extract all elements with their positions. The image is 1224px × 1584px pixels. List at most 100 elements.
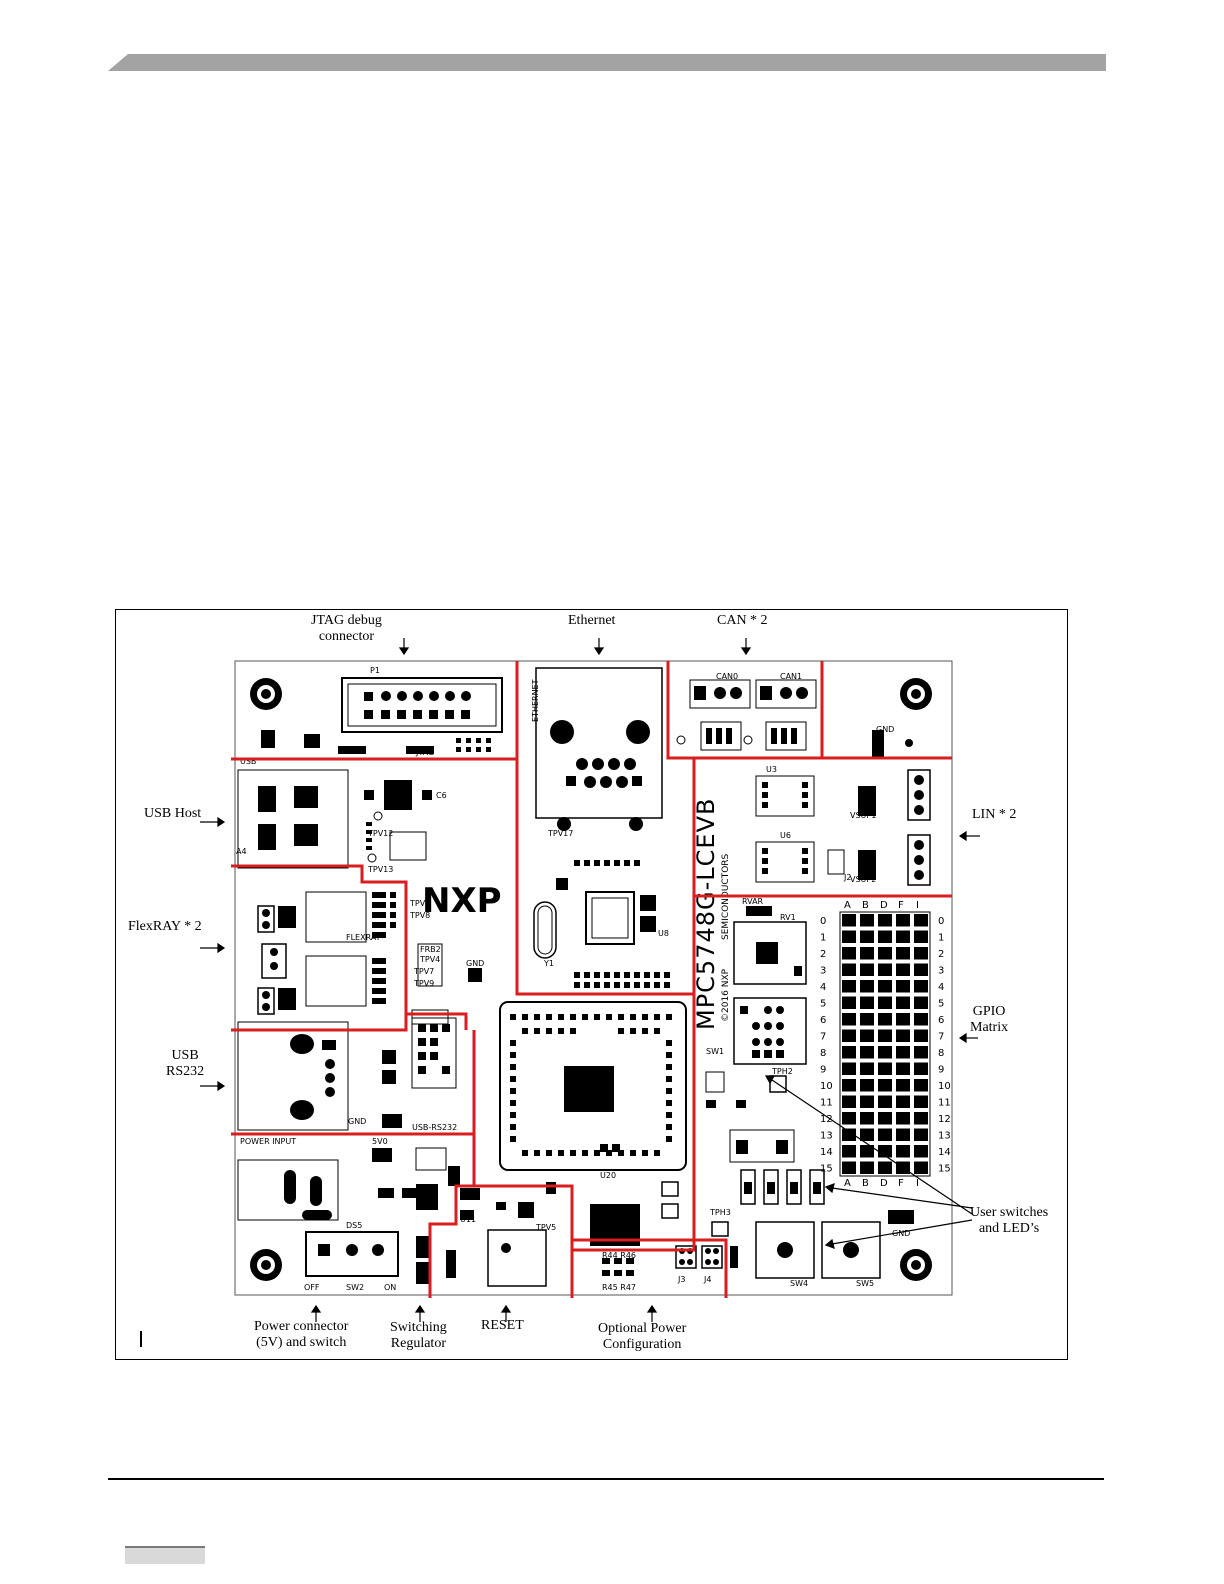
svg-text:TPV12: TPV12	[367, 829, 393, 838]
gpio-pin	[914, 947, 928, 960]
ethernet-phy	[556, 860, 670, 988]
gpio-pin	[860, 1079, 874, 1092]
gpio-pin	[878, 963, 892, 976]
jtag-connector	[261, 677, 503, 754]
gpio-row-label: 5	[938, 999, 944, 1010]
gpio-pin	[896, 1095, 910, 1108]
svg-text:CAN1: CAN1	[780, 672, 802, 681]
svg-text:VSUP1: VSUP1	[850, 811, 876, 820]
gpio-col-label: I	[916, 900, 919, 911]
evaluation-board: MPC5748G-LCEVB SEMICONDUCTORS ©2016 NXP …	[200, 638, 980, 1322]
svg-text:GND: GND	[466, 959, 484, 968]
gpio-col-label: B	[862, 900, 869, 911]
gpio-pin	[896, 1062, 910, 1075]
svg-text:GND: GND	[348, 1117, 366, 1126]
gpio-pin	[878, 1013, 892, 1026]
callout-gpio-line2: Matrix	[970, 1020, 1009, 1035]
gpio-row-label: 5	[820, 999, 826, 1010]
gpio-pin	[842, 1128, 856, 1141]
callout-user-line1: User switches	[970, 1205, 1049, 1220]
gpio-row-label: 15	[938, 1164, 951, 1175]
svg-text:TPV9: TPV9	[413, 979, 434, 988]
user-switch-sw5	[821, 1221, 881, 1279]
gpio-row-label: 13	[938, 1131, 951, 1142]
reset-switch-sw3	[487, 1182, 556, 1287]
main-mcu	[499, 1001, 687, 1246]
region-outlines	[231, 661, 952, 1298]
callout-switching-line2: Regulator	[390, 1336, 446, 1351]
gpio-pin	[914, 1079, 928, 1092]
callout-lin-line1: LIN * 2	[972, 807, 1017, 822]
board-model-text: MPC5748G-LCEVB	[692, 798, 720, 1030]
gpio-col-label: F	[898, 1178, 904, 1189]
gpio-pin	[878, 1145, 892, 1158]
region-usbhost	[231, 864, 408, 1032]
gpio-pin	[878, 1095, 892, 1108]
gpio-row-label: 10	[938, 1081, 951, 1092]
svg-text:SW2: SW2	[346, 1283, 364, 1292]
svg-text:RVAR: RVAR	[742, 897, 764, 906]
svg-text:FRB2: FRB2	[420, 945, 441, 954]
flexray-transceivers	[257, 891, 482, 1015]
power-jack	[237, 1148, 418, 1221]
gpio-pin	[878, 930, 892, 943]
region-ethernet	[515, 661, 694, 996]
gpio-pin	[914, 1046, 928, 1059]
gpio-pin	[896, 1046, 910, 1059]
gpio-pin	[896, 1145, 910, 1158]
callout-reset: RESET	[481, 1318, 524, 1334]
callout-optional-power: Optional Power Configuration	[598, 1321, 686, 1353]
callout-jtag-line1: JTAG debug	[311, 613, 382, 628]
callout-usb-rs232: USB RS232	[166, 1048, 204, 1080]
svg-text:J4: J4	[703, 1275, 711, 1284]
svg-text:POWER INPUT: POWER INPUT	[240, 1137, 296, 1146]
callout-can: CAN * 2	[717, 613, 768, 629]
callout-ethernet: Ethernet	[568, 613, 615, 629]
gpio-row-label: 1	[938, 933, 944, 944]
gpio-pin	[896, 1079, 910, 1092]
svg-text:JTAG: JTAG	[415, 748, 434, 757]
board-outline	[234, 660, 953, 1296]
gpio-pin	[842, 1062, 856, 1075]
gpio-row-label: 8	[938, 1048, 944, 1059]
gpio-row-label: 14	[938, 1147, 951, 1158]
gpio-pin	[896, 1013, 910, 1026]
gpio-row-label: 7	[938, 1032, 944, 1043]
svg-text:U8: U8	[658, 929, 669, 938]
callout-optional-line2: Configuration	[602, 1337, 682, 1352]
gpio-row-label: 11	[938, 1098, 951, 1109]
margin-mark	[140, 1331, 142, 1347]
gpio-pin	[896, 963, 910, 976]
gpio-pin	[878, 1062, 892, 1075]
gpio-col-label: D	[880, 1178, 888, 1189]
svg-text:U20: U20	[600, 1171, 616, 1180]
gpio-row-label: 2	[820, 949, 826, 960]
svg-text:FLEXRAY: FLEXRAY	[346, 933, 381, 942]
svg-text:R45 R47: R45 R47	[602, 1283, 636, 1292]
gpio-pin	[860, 1128, 874, 1141]
header-bar	[108, 54, 1106, 71]
gpio-pin	[914, 914, 928, 927]
gpio-pin	[860, 1145, 874, 1158]
svg-text:TPH2: TPH2	[771, 1067, 793, 1076]
callout-gpio: GPIO Matrix	[970, 1004, 1008, 1036]
gpio-row-label: 9	[938, 1065, 944, 1076]
mounting-holes	[250, 678, 932, 1281]
gpio-pin	[878, 1029, 892, 1042]
gpio-row-label: 12	[820, 1114, 833, 1125]
svg-text:U3: U3	[766, 765, 777, 774]
callout-gpio-line1: GPIO	[972, 1004, 1006, 1019]
gpio-row-label: 4	[820, 982, 826, 993]
gpio-row-label: 6	[820, 1015, 826, 1026]
crystal-area	[705, 1071, 795, 1163]
gpio-pin	[842, 1013, 856, 1026]
svg-text:R44 R46: R44 R46	[602, 1251, 636, 1260]
gpio-pin	[896, 914, 910, 927]
gpio-pin	[860, 1095, 874, 1108]
gpio-pin	[896, 1128, 910, 1141]
gpio-pin	[860, 1161, 874, 1174]
nxp-logo: NXP	[422, 881, 502, 921]
user-leds	[711, 1169, 825, 1237]
gpio-pin	[860, 1013, 874, 1026]
svg-text:J2: J2	[843, 873, 851, 882]
